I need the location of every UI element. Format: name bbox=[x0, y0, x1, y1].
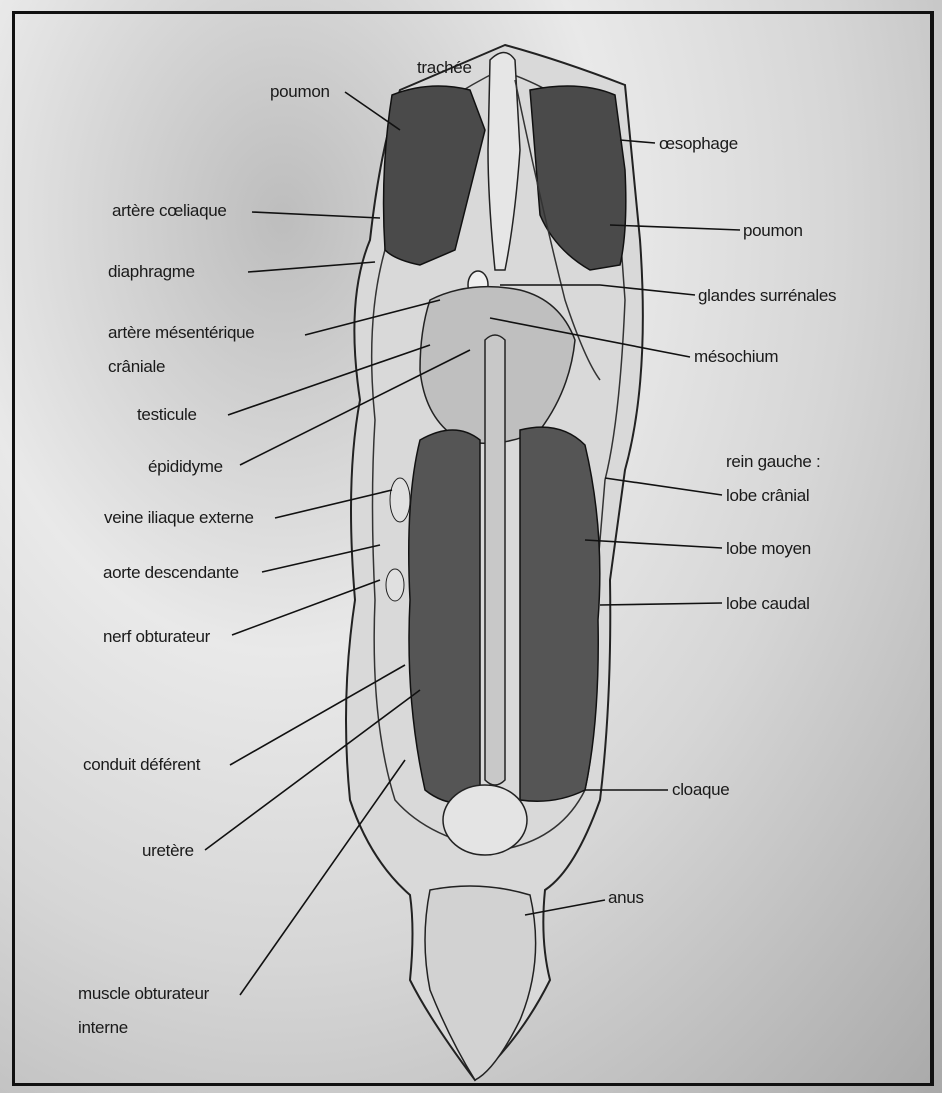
label-aorte-descendante: aorte descendante bbox=[103, 563, 239, 582]
label-muscle-obturateur-2: interne bbox=[78, 1018, 128, 1037]
label-artere-mesenterique-2: crâniale bbox=[108, 357, 165, 376]
label-artere-coeliaque: artère cœliaque bbox=[112, 201, 227, 220]
label-poumon-left: poumon bbox=[270, 82, 330, 101]
leader-diaphragme bbox=[248, 262, 375, 272]
label-muscle-obturateur-1: muscle obturateur bbox=[78, 984, 209, 1003]
anus-tail bbox=[425, 886, 536, 1080]
cloaca bbox=[443, 785, 527, 855]
label-testicule: testicule bbox=[137, 405, 197, 424]
label-cloaque: cloaque bbox=[672, 780, 729, 799]
iliac-vein-node bbox=[390, 478, 410, 522]
leader-lobe-caudal bbox=[600, 603, 722, 605]
label-nerf-obturateur: nerf obturateur bbox=[103, 627, 210, 646]
label-glandes-surrenales: glandes surrénales bbox=[698, 286, 836, 305]
leader-muscle bbox=[240, 760, 405, 995]
label-conduit-deferent: conduit déférent bbox=[83, 755, 200, 774]
label-oesophage: œsophage bbox=[659, 134, 738, 153]
label-lobe-moyen: lobe moyen bbox=[726, 539, 811, 558]
label-poumon-right: poumon bbox=[743, 221, 803, 240]
leader-artere-coeliaque bbox=[252, 212, 380, 218]
label-artere-mesenterique-1: artère mésentérique bbox=[108, 323, 254, 342]
aorta bbox=[485, 335, 505, 785]
label-lobe-cranial: lobe crânial bbox=[726, 486, 809, 505]
label-epididyme: épididyme bbox=[148, 457, 223, 476]
label-trachee: trachée bbox=[417, 58, 472, 77]
label-anus: anus bbox=[608, 888, 644, 907]
obturator-node bbox=[386, 569, 404, 601]
label-diaphragme: diaphragme bbox=[108, 262, 195, 281]
label-lobe-caudal: lobe caudal bbox=[726, 594, 810, 613]
label-rein-gauche: rein gauche : bbox=[726, 452, 820, 471]
label-mesochium: mésochium bbox=[694, 347, 778, 366]
kidney-left bbox=[409, 430, 480, 803]
label-uretere: uretère bbox=[142, 841, 194, 860]
label-veine-iliaque: veine iliaque externe bbox=[104, 508, 254, 527]
kidney-right bbox=[520, 427, 600, 801]
